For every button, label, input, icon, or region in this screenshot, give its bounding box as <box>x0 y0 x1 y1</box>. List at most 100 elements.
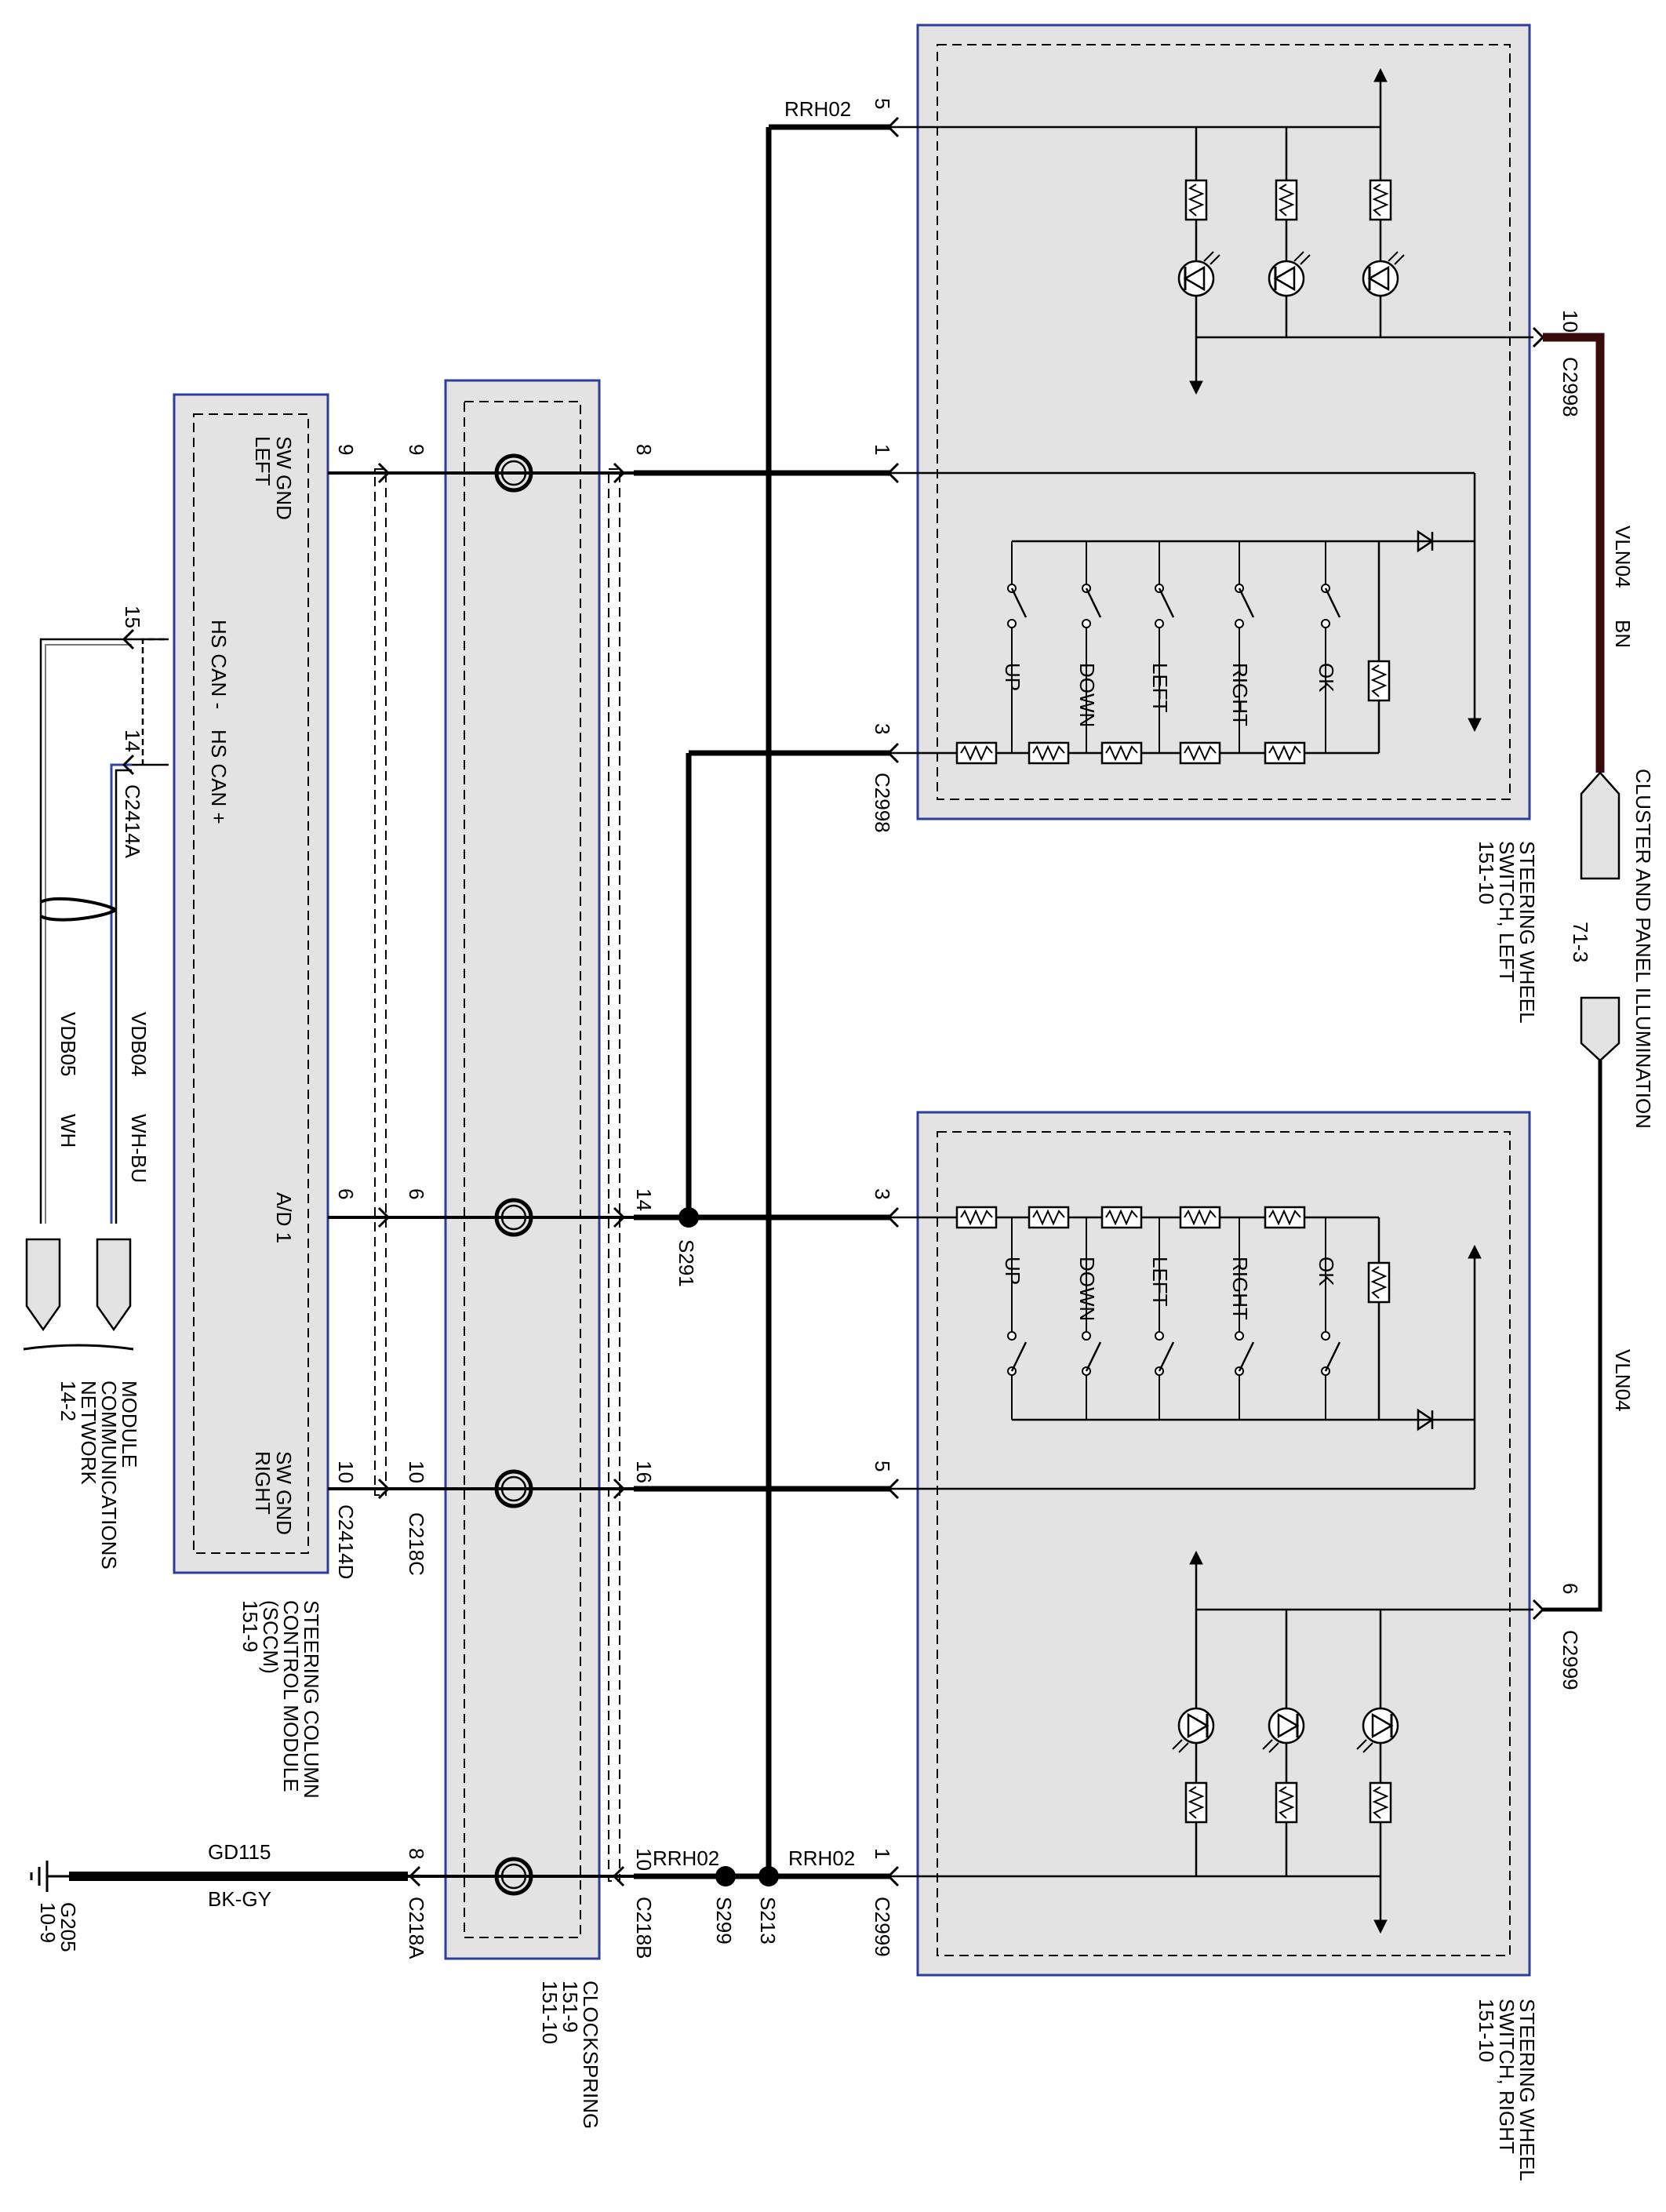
network-connectors <box>23 1238 134 1351</box>
signal-sw-gnd-right-2: RIGHT <box>251 1451 275 1515</box>
label-vln04-bottom: VLN04 <box>1611 1349 1635 1412</box>
pin-cs-c10: 10 <box>632 1848 656 1871</box>
s213-splice <box>758 1866 779 1886</box>
label-c2998-top: C2998 <box>1559 357 1582 417</box>
pin-cs-c8: 8 <box>405 1848 428 1859</box>
label-vln04-color: BN <box>1611 620 1635 648</box>
signal-hs-can-minus: HS CAN - <box>207 620 231 709</box>
cluster-ref: 71-3 <box>1569 922 1592 962</box>
label-s213: S213 <box>756 1897 780 1945</box>
cluster-connector-bottom <box>1580 996 1621 1062</box>
ground-symbol <box>30 1861 69 1892</box>
can-wires <box>39 628 169 1224</box>
pin-left-5: 5 <box>871 98 894 109</box>
switch-right-name2: SWITCH, RIGHT <box>1495 1999 1519 2154</box>
clockspring-ref1: 151-9 <box>558 1981 582 2033</box>
pin-left-3: 3 <box>871 723 894 734</box>
pin-sccm-9: 9 <box>334 444 358 455</box>
c218b-connector-outline <box>608 468 620 1882</box>
switch-right-ref: 151-10 <box>1475 1999 1498 2062</box>
btn-right-right: RIGHT <box>1228 1257 1252 1320</box>
left-switch-illumination <box>890 67 1533 395</box>
label-c2414a: C2414A <box>121 784 144 859</box>
pin-right-3: 3 <box>871 1188 894 1199</box>
network-ref: 14-2 <box>56 1381 80 1421</box>
sccm-ref: 151-9 <box>238 1600 262 1653</box>
label-vdb04-color: WH-BU <box>127 1114 151 1183</box>
signal-hs-can-plus: HS CAN + <box>207 729 231 824</box>
pin-cs-9: 9 <box>405 444 428 455</box>
signal-sw-gnd-left-1: SW GND <box>272 436 296 520</box>
label-vdb05: VDB05 <box>56 1012 80 1076</box>
label-c2999-right: C2999 <box>1559 1630 1582 1690</box>
splice-dots <box>678 1207 779 1886</box>
harness-wires <box>69 124 890 1881</box>
c218c-connector-outline <box>374 468 387 1496</box>
pin-sccm-10: 10 <box>334 1461 358 1483</box>
sccm-module <box>173 393 329 1574</box>
label-vln04-top: VLN04 <box>1611 526 1635 588</box>
pin-right-5: 5 <box>871 1461 894 1472</box>
pin-left-10: 10 <box>1559 310 1582 333</box>
pin-cs-8: 8 <box>632 444 656 455</box>
clockspring-ref2: 151-10 <box>538 1981 562 2044</box>
btn-left-left: LEFT <box>1148 663 1172 713</box>
pin-cs-16: 16 <box>632 1461 656 1483</box>
sccm-line2: CONTROL MODULE <box>279 1600 303 1792</box>
signal-sw-gnd-left-2: LEFT <box>251 436 275 486</box>
clockspring-name: CLOCKSPRING <box>579 1981 602 2129</box>
switch-left-module <box>916 24 1531 820</box>
label-c2999-bottom: C2999 <box>871 1897 894 1957</box>
sccm-line1: STEERING COLUMN <box>300 1600 323 1799</box>
label-g205-ref: 10-9 <box>36 1902 60 1943</box>
switch-right-module <box>916 1111 1531 1977</box>
vln04-wire <box>1543 333 1605 1612</box>
network-line2: COMMUNICATIONS <box>97 1381 121 1570</box>
pin-cs-10: 10 <box>405 1461 428 1483</box>
signal-ad1: A/D 1 <box>272 1192 296 1243</box>
cluster-name: CLUSTER AND PANEL ILLUMINATION <box>1631 769 1655 1129</box>
cluster-connector-top <box>1580 771 1621 880</box>
btn-right-ok: OK <box>1315 1257 1338 1286</box>
label-c2998-left: C2998 <box>871 773 894 833</box>
pin-cs-14: 14 <box>632 1188 656 1211</box>
btn-right-left: LEFT <box>1148 1257 1172 1307</box>
switch-right-name1: STEERING WHEEL <box>1515 1999 1539 2181</box>
label-vdb05-color: WH <box>56 1114 80 1148</box>
signal-sw-gnd-right-1: SW GND <box>272 1451 296 1535</box>
label-rrh02-top: RRH02 <box>784 97 851 121</box>
btn-left-ok: OK <box>1315 663 1338 693</box>
network-line1: MODULE <box>118 1381 141 1468</box>
label-gd115: GD115 <box>208 1840 271 1864</box>
label-vdb04: VDB04 <box>127 1012 151 1076</box>
label-c218a: C218A <box>405 1897 428 1959</box>
label-rrh02-splice: RRH02 <box>653 1846 719 1870</box>
pin-net-14: 14 <box>121 729 144 752</box>
btn-right-up: UP <box>1001 1257 1024 1285</box>
label-s291: S291 <box>675 1239 698 1287</box>
pin-left-1: 1 <box>871 444 894 455</box>
sccm-line3: (SCCM) <box>259 1600 282 1674</box>
clockspring-module <box>444 379 601 1960</box>
label-g205: G205 <box>56 1902 80 1952</box>
label-gd115-color: BK-GY <box>208 1887 271 1911</box>
switch-left-ref: 151-10 <box>1475 841 1498 904</box>
label-s299: S299 <box>712 1897 736 1945</box>
label-rrh02-right: RRH02 <box>788 1846 855 1870</box>
pin-right-1: 1 <box>871 1848 894 1859</box>
pin-net-15: 15 <box>121 606 144 628</box>
pin-cs-6: 6 <box>405 1188 428 1199</box>
label-c2414d: C2414D <box>334 1504 358 1579</box>
connector-chevrons <box>377 116 1545 1887</box>
s299-splice <box>715 1866 736 1886</box>
pin-right-6: 6 <box>1559 1583 1582 1594</box>
label-c218c: C218C <box>405 1512 428 1576</box>
switch-left-name1: STEERING WHEEL <box>1515 841 1539 1024</box>
btn-left-right: RIGHT <box>1228 663 1252 726</box>
label-c218b: C218B <box>632 1897 656 1959</box>
network-line3: NETWORK <box>77 1381 100 1486</box>
pin-sccm-6: 6 <box>334 1188 358 1199</box>
btn-left-down: DOWN <box>1075 663 1099 727</box>
s291-splice <box>678 1207 699 1228</box>
